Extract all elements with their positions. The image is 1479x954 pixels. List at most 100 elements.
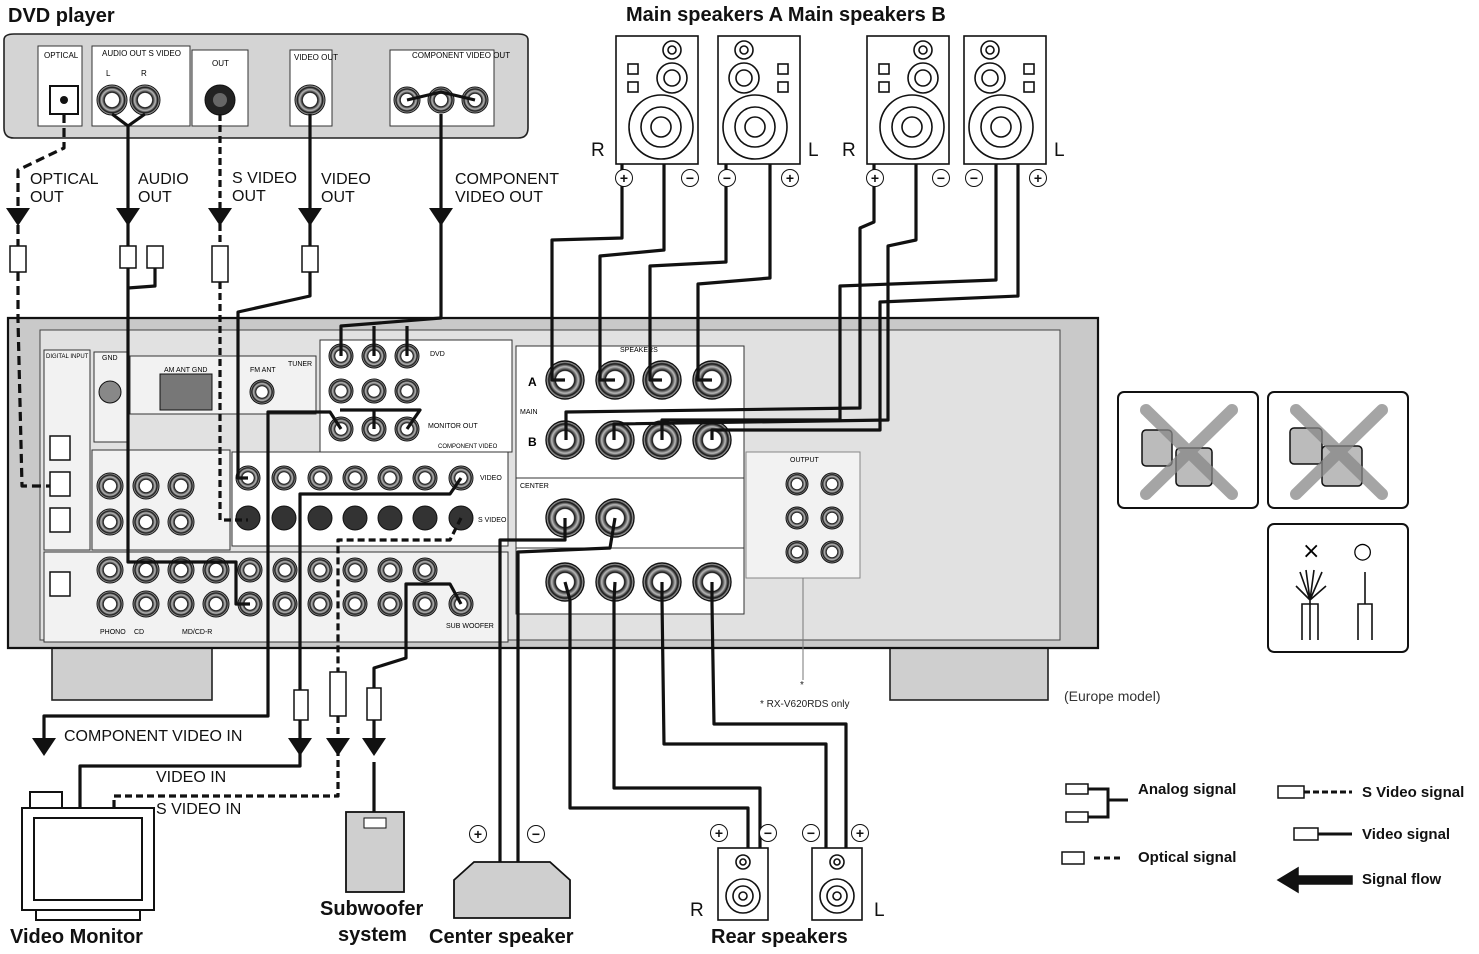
audio-cable-l (111, 112, 250, 606)
wiring-insets: × ○ (1117, 391, 1409, 653)
europe-model-note: (Europe model) (1064, 688, 1161, 704)
main-a-right-plus-mark: + (615, 169, 633, 187)
optical-cable (16, 114, 66, 488)
receiver-component-video-label: COMPONENT VIDEO (438, 444, 498, 450)
subwoofer-title-1: Subwoofer (320, 898, 424, 920)
component-out-label-2: VIDEO OUT (455, 189, 544, 206)
legend-video: Video signal (1362, 826, 1451, 843)
rds-star: * (800, 680, 804, 691)
speaker-b-left-minus (660, 164, 998, 440)
rear-right-plus-mark: + (710, 824, 728, 842)
receiver-b-label: B (528, 435, 537, 449)
legend-svideo: S Video signal (1362, 784, 1465, 801)
rear-left-minus-mark: − (802, 824, 820, 842)
receiver-speakers-label: SPEAKERS (620, 347, 658, 354)
component-cable-in (339, 90, 476, 356)
dvd-out-label: OUT (212, 59, 229, 68)
legend-optical: Optical signal (1138, 849, 1237, 866)
rear-left-cables (660, 582, 848, 848)
inset-x-mark: × (1302, 539, 1320, 564)
audio-out-label-1: AUDIO (138, 171, 189, 188)
receiver-output-label: OUTPUT (790, 457, 820, 464)
svideo-out-label-1: S VIDEO (232, 170, 297, 187)
receiver-phono-label: PHONO (100, 629, 126, 636)
main-speaker-a-right (615, 35, 699, 165)
main-speaker-a-left (717, 35, 801, 165)
speaker-a-left-plus (696, 164, 772, 382)
rear-right-minus-mark: − (759, 824, 777, 842)
speaker-b-left-plus (710, 164, 1020, 440)
optical-out-label-1: OPTICAL (30, 171, 99, 188)
center-speaker-title: Center speaker (429, 926, 574, 948)
rear-speakers-title: Rear speakers (711, 926, 848, 948)
main-a-right-minus-mark: − (681, 169, 699, 187)
receiver-mdcdr-label: MD/CD-R (182, 629, 212, 636)
dvd-optical-label: OPTICAL (44, 51, 79, 60)
speaker-b-right-plus (564, 164, 876, 440)
main-a-l-label: L (808, 140, 819, 161)
center-plus-mark: + (469, 825, 487, 843)
center-cable (498, 517, 617, 864)
receiver-video-label: VIDEO (480, 475, 502, 482)
rear-r-label: R (690, 900, 704, 921)
rear-right-cables (563, 581, 762, 848)
video-out-label-2: OUT (321, 189, 355, 206)
legend-analog: Analog signal (1138, 781, 1237, 798)
receiver-subwoofer-label: SUB WOOFER (446, 623, 494, 630)
video-monitor (21, 791, 155, 921)
speaker-a-right-minus (598, 164, 666, 382)
subwoofer-title-2: system (338, 924, 407, 946)
cable-plugs (9, 245, 382, 721)
receiver-fmant-label: FM ANT (250, 367, 276, 374)
speaker-a-left-minus (648, 164, 728, 382)
receiver-monitor-out-label: MONITOR OUT (428, 423, 478, 430)
svideo-in-label: S VIDEO IN (156, 801, 242, 818)
receiver-dvd-label: DVD (430, 351, 445, 358)
component-in-label: COMPONENT VIDEO IN (64, 728, 243, 745)
signal-arrows (6, 208, 453, 756)
main-b-l-label: L (1054, 140, 1065, 161)
legend-icons (1061, 783, 1353, 894)
main-speaker-b-right (866, 35, 950, 165)
main-a-r-label: R (591, 140, 605, 161)
main-a-left-minus-mark: − (718, 169, 736, 187)
receiver-amant-label: AM ANT GND (164, 367, 207, 374)
main-speakers-title: Main speakers A Main speakers B (626, 4, 946, 26)
receiver-gnd-label: GND (102, 355, 118, 362)
receiver-svideo-label: S VIDEO (478, 517, 507, 524)
center-minus-mark: − (527, 825, 545, 843)
rds-only-note: * RX-V620RDS only (760, 699, 850, 710)
component-out-label-1: COMPONENT (455, 171, 559, 188)
svideo-out-label-2: OUT (232, 188, 266, 205)
main-speakers (615, 35, 1047, 165)
rear-l-label: L (874, 900, 885, 921)
dvd-audio-label: AUDIO OUT S VIDEO (102, 49, 181, 58)
speaker-b-right-minus (612, 164, 918, 440)
audio-cable-r (127, 112, 157, 290)
rear-left-plus-mark: + (851, 824, 869, 842)
main-b-r-label: R (842, 140, 856, 161)
receiver-cd-label: CD (134, 629, 144, 636)
receiver-digital-input-label: DIGITAL INPUT (46, 354, 89, 360)
main-a-left-plus-mark: + (781, 169, 799, 187)
video-in-label: VIDEO IN (156, 769, 227, 786)
legend-flow: Signal flow (1362, 871, 1442, 888)
receiver-main-label: MAIN (520, 409, 538, 416)
rear-speakers-body (717, 847, 863, 921)
dvd-player-title: DVD player (8, 5, 115, 27)
dvd-l-label: L (106, 69, 111, 78)
video-monitor-title: Video Monitor (10, 926, 143, 948)
audio-out-label-2: OUT (138, 189, 172, 206)
dvd-r-label: R (141, 69, 147, 78)
subwoofer-box (345, 811, 405, 893)
main-b-left-plus-mark: + (1029, 169, 1047, 187)
main-speaker-b-left (963, 35, 1047, 165)
dvd-player: OPTICAL AUDIO OUT S VIDEO L R OUT VIDEO … (3, 33, 529, 139)
component-cable-out (42, 410, 343, 740)
main-b-right-plus-mark: + (866, 169, 884, 187)
optical-out-label-2: OUT (30, 189, 64, 206)
main-b-left-minus-mark: − (965, 169, 983, 187)
receiver-center-label: CENTER (520, 483, 549, 490)
svideo-cable-out (112, 517, 463, 808)
